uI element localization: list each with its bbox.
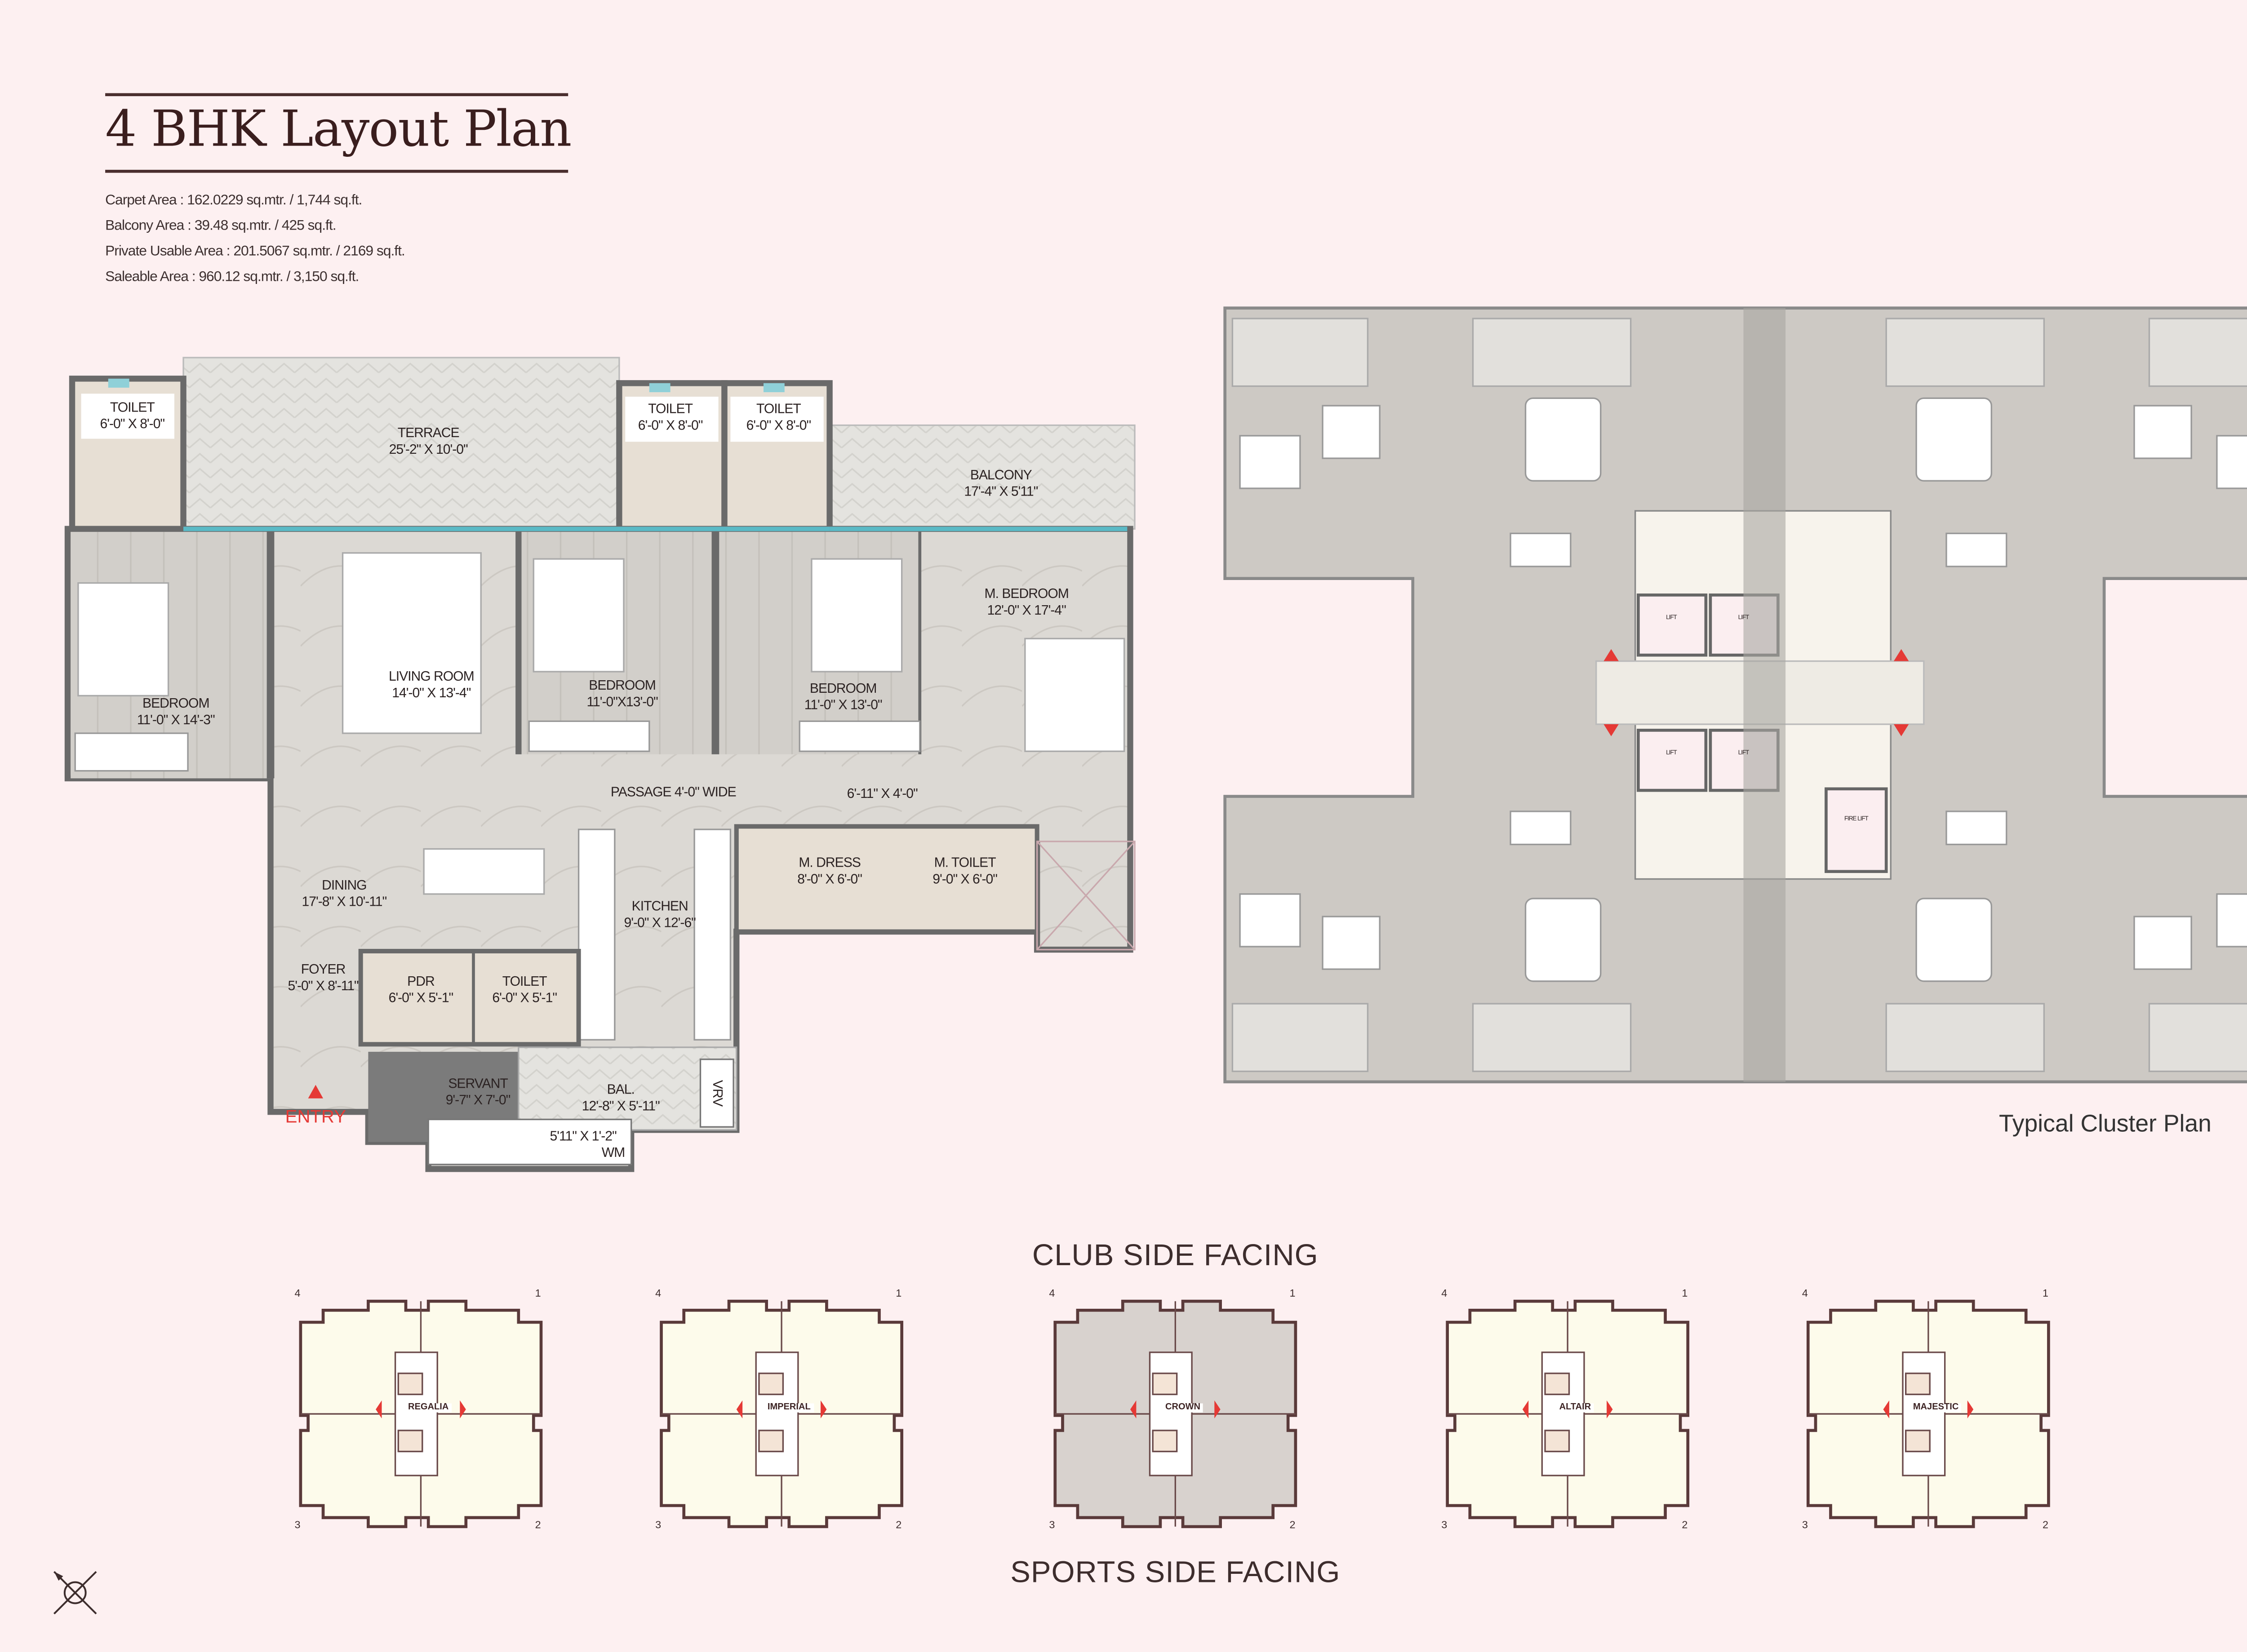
lift-label: LIFT [1738, 748, 1750, 756]
compass-icon [53, 1571, 97, 1615]
club-side-facing-label: CLUB SIDE FACING [1032, 1240, 1319, 1273]
corner-number: 2 [2043, 1520, 2049, 1531]
sofa-set [342, 552, 482, 734]
private-usable-area: Private Usable Area : 201.5067 sq.mtr. /… [105, 243, 405, 260]
tower-outline [1446, 1299, 1690, 1528]
key-plan-crown: 4 1 3 2 CROWN [1040, 1280, 1325, 1543]
corner-number: 2 [1289, 1520, 1296, 1531]
room-label-wm: WM [601, 1145, 626, 1160]
corner-number: 4 [1802, 1289, 1808, 1300]
tower-name: IMPERIAL [764, 1403, 814, 1413]
tower-outline [1806, 1299, 2050, 1528]
pdr-toilet [358, 948, 581, 1047]
lift-label: LIFT [1666, 748, 1677, 756]
corner-number: 1 [535, 1289, 541, 1300]
carpet-area: Carpet Area : 162.0229 sq.mtr. / 1,744 s… [105, 192, 362, 209]
corner-number: 3 [655, 1520, 662, 1531]
corner-number: 4 [655, 1289, 662, 1300]
cluster-plan-caption: Typical Cluster Plan [1999, 1112, 2211, 1138]
corner-number: 1 [896, 1289, 902, 1300]
key-plan-majestic: 4 1 3 2 MAJESTIC [1793, 1280, 2078, 1543]
corner-number: 1 [1682, 1289, 1688, 1300]
terrace [182, 357, 620, 530]
corner-number: 1 [2043, 1289, 2049, 1300]
corner-number: 2 [535, 1520, 541, 1531]
fire-lift-label: FIRE LIFT [1844, 814, 1869, 822]
room-label-m-passage: 6'-11" X 4'-0" [847, 786, 918, 801]
tower-outline [1053, 1299, 1297, 1528]
corner-number: 2 [1682, 1520, 1688, 1531]
corner-number: 4 [1441, 1289, 1448, 1300]
room-label-bal: BAL.12'-8" X 5'-11" [582, 1081, 660, 1114]
tower-outline [660, 1299, 903, 1528]
dining-table [423, 848, 545, 895]
key-plan-regalia: 4 1 3 2 REGALIA [285, 1280, 571, 1543]
title-rule-top [105, 93, 568, 97]
corner-number: 3 [1049, 1520, 1055, 1531]
tower-name: ALTAIR [1556, 1403, 1594, 1413]
entry-label: ENTRY [285, 1106, 346, 1127]
tower-name: REGALIA [405, 1403, 452, 1413]
key-plan-imperial: 4 1 3 2 IMPERIAL [646, 1280, 932, 1543]
shaft [1036, 841, 1136, 951]
balcony [829, 424, 1136, 530]
corner-number: 4 [1049, 1289, 1055, 1300]
sports-side-facing-label: SPORTS SIDE FACING [1010, 1556, 1341, 1590]
floor-plan-drawing [64, 357, 1136, 1172]
tower-outline [299, 1299, 543, 1528]
corner-number: 4 [294, 1289, 301, 1300]
entry-arrow-icon [308, 1085, 324, 1098]
key-plan-altair: 4 1 3 2 ALTAIR [1432, 1280, 1718, 1543]
m-dress-toilet [734, 824, 1039, 934]
room-label-wm-space: 5'11" X 1'-2" [550, 1128, 617, 1144]
title-rule-bottom [105, 169, 568, 173]
corner-number: 3 [1441, 1520, 1448, 1531]
tower-name: CROWN [1162, 1403, 1203, 1413]
page-title: 4 BHK Layout Plan [105, 99, 572, 158]
lift-label: LIFT [1738, 613, 1750, 621]
room-label-passage: PASSAGE 4'-0" WIDE [610, 784, 737, 800]
cluster-plan [1223, 306, 2247, 1084]
balcony-area: Balcony Area : 39.48 sq.mtr. / 425 sq.ft… [105, 217, 336, 235]
saleable-area: Saleable Area : 960.12 sq.mtr. / 3,150 s… [105, 269, 359, 286]
corner-number: 3 [1802, 1520, 1808, 1531]
tower-name: MAJESTIC [1910, 1403, 1962, 1413]
corner-number: 2 [896, 1520, 902, 1531]
corner-number: 3 [294, 1520, 301, 1531]
corner-number: 1 [1289, 1289, 1296, 1300]
lift-label: LIFT [1666, 613, 1677, 621]
